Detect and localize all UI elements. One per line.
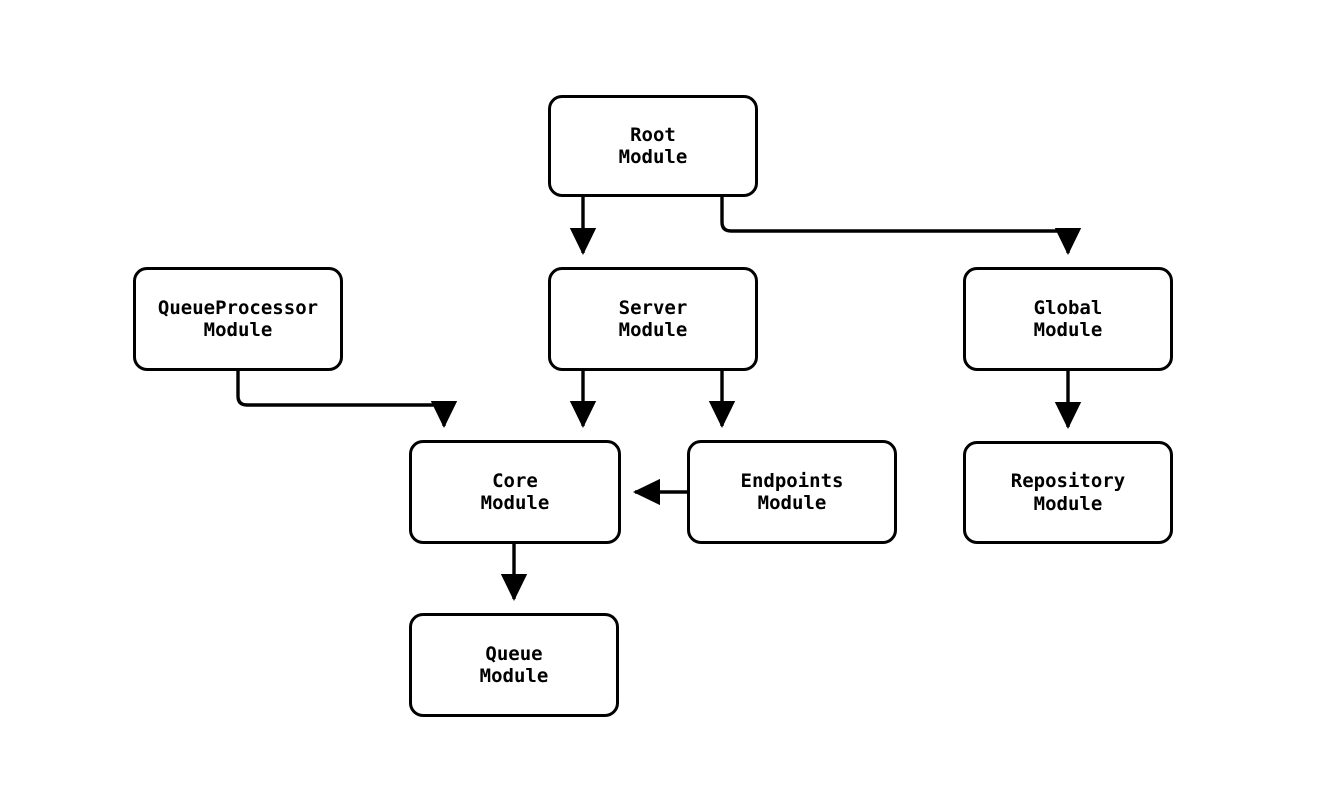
node-core-module-line1: Core bbox=[492, 469, 538, 492]
node-endpoints-module-line2: Module bbox=[757, 492, 827, 514]
node-server-module-line1: Server bbox=[618, 296, 688, 319]
node-endpoints-module[interactable]: Endpoints Module bbox=[687, 440, 897, 544]
node-root-module-line1: Root bbox=[630, 123, 676, 146]
node-queue-module[interactable]: Queue Module bbox=[409, 613, 619, 717]
node-repository-module-line2: Module bbox=[1033, 492, 1103, 515]
node-server-module-line2: Module bbox=[618, 319, 688, 341]
node-global-module-line1: Global bbox=[1033, 296, 1103, 319]
node-global-module[interactable]: Global Module bbox=[963, 267, 1173, 371]
edge-root-to-global bbox=[720, 197, 1082, 256]
node-repository-module-line1: Repository bbox=[1010, 470, 1126, 493]
node-server-module[interactable]: Server Module bbox=[548, 267, 758, 371]
edge-queueprocessor-to-core bbox=[236, 371, 458, 429]
node-queueprocessor-module[interactable]: QueueProcessor Module bbox=[133, 267, 343, 371]
node-global-module-line2: Module bbox=[1033, 319, 1103, 341]
node-root-module-line2: Module bbox=[618, 146, 688, 168]
node-queue-module-line1: Queue bbox=[485, 642, 543, 665]
node-repository-module[interactable]: Repository Module bbox=[963, 441, 1173, 544]
node-core-module[interactable]: Core Module bbox=[409, 440, 621, 544]
node-endpoints-module-line1: Endpoints bbox=[740, 469, 844, 492]
node-queue-module-line2: Module bbox=[479, 665, 549, 687]
node-queueprocessor-module-line1: QueueProcessor bbox=[157, 296, 319, 319]
node-root-module[interactable]: Root Module bbox=[548, 95, 758, 197]
node-queueprocessor-module-line2: Module bbox=[203, 319, 273, 341]
node-core-module-line2: Module bbox=[480, 492, 550, 514]
